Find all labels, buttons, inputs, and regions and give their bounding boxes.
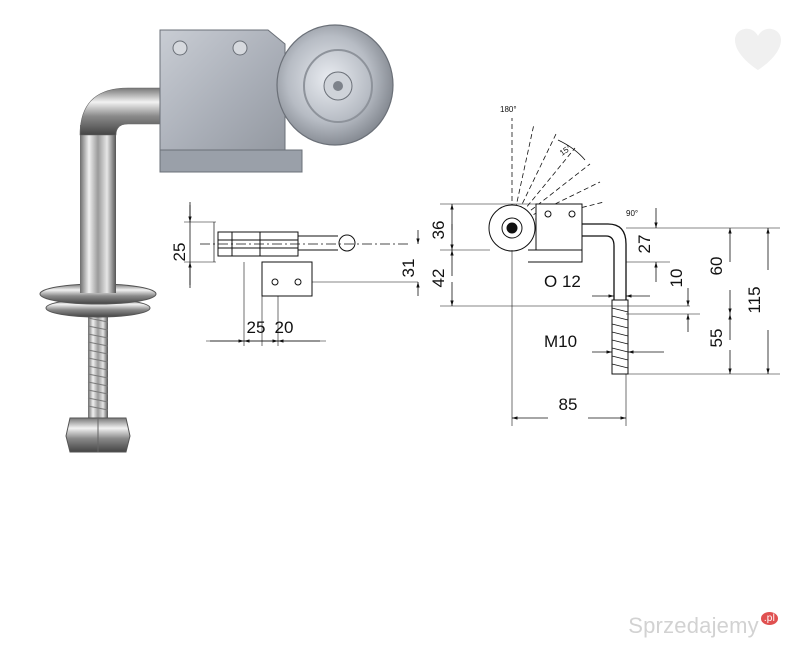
front-extension-lines [440,203,780,426]
watermark-text: Sprzedajemy [628,613,759,638]
front-view-drawing [416,118,780,426]
dim-10: 10 [667,269,686,288]
watermark-suffix: .pl [760,612,778,625]
dim-thread-m10: M10 [544,332,577,351]
dim-side-25: 25 [247,318,266,337]
dim-36: 36 [429,221,448,240]
rivet-left [172,40,188,56]
dim-85: 85 [559,395,578,414]
angle-label-90: 90° [626,209,638,218]
product-photo [39,24,394,453]
bolt-thread [87,317,109,411]
dim-115: 115 [745,286,764,313]
dim-side-20: 20 [275,318,294,337]
dim-60: 60 [707,257,726,276]
chrome-tube-vertical [80,125,116,293]
drawing-bracket [535,203,583,251]
rivet-right [232,40,248,56]
dim-55: 55 [707,329,726,348]
chrome-tube-bend [79,87,166,136]
dim-27: 27 [635,235,654,254]
angle-arc-15 [557,139,586,161]
dim-side-25-vertical: 25 [170,243,189,262]
angle-label-180: 180° [500,105,517,114]
drawing-tube [582,223,627,300]
dim-42: 42 [429,269,448,288]
dim-diameter-12: O 12 [544,272,581,291]
side-view-drawing [184,202,418,346]
dim-31: 31 [399,259,418,278]
drawing-bolt [611,299,629,375]
watermark: Sprzedajemy.pl [628,612,778,639]
angle-label-15: 15° [558,143,573,157]
watermark-heart-icon [735,28,781,70]
eye-hole [338,234,356,252]
